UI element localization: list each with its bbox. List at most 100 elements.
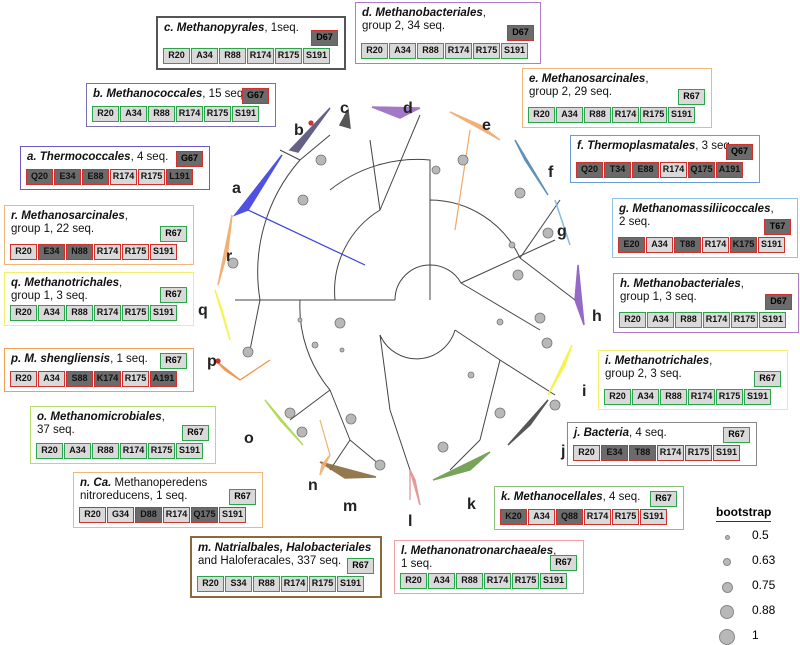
tree-branch [460,239,556,284]
tree-branch [334,209,395,301]
bootstrap-node [297,317,303,323]
bootstrap-node [514,187,526,199]
residue-cell: R20 [197,576,224,592]
residue-cell: S191 [337,576,364,592]
clade-g-wedge [554,199,571,246]
legend-dot [721,581,733,593]
residue-67: D67 [311,30,338,46]
panel-title: j. Bacteria, 4 seq. [574,427,667,440]
clade-j-wedge [507,399,549,446]
residue-cell: S191 [713,445,740,461]
bootstrap-node [496,318,504,326]
tree-branch [299,134,331,161]
tree-branch [329,158,431,200]
residue-cell: K174 [94,371,121,387]
bootstrap-node [296,426,308,438]
clade-l-wedge [409,469,421,506]
panel-title-rest: , 15 seq. [202,88,247,100]
clade-d-wedge [371,106,421,119]
residue-cell: R20 [79,507,106,523]
clade-label-n: n [308,477,318,494]
panel-e: e. Methanosarcinales,group 2, 29 seq.R67… [522,68,712,128]
clade-label-f: f [548,164,554,181]
residue-cell: R20 [163,48,190,64]
bootstrap-node [227,257,239,269]
residue-cell: S191 [540,573,567,589]
residue-67: R67 [550,555,577,571]
residue-cell: A191 [716,162,743,178]
panel-title-line2: 1 seq. [401,558,433,570]
clade-c-wedge [338,107,351,130]
residue-67: R67 [160,353,187,369]
residue-cell: S34 [225,576,252,592]
residue-67: R67 [160,287,187,303]
residue-cell: S191 [176,443,203,459]
residue-cell: R20 [619,312,646,328]
residue-cell: R20 [10,305,37,321]
residue-cell: S191 [150,305,177,321]
clade-e-branch [454,129,471,231]
legend-dot [723,558,731,566]
bootstrap-node [431,165,441,175]
residue-cell: E88 [632,162,659,178]
panel-title: g. Methanomassiliicoccales,2 seq. [619,203,774,229]
residue-cell: R175 [204,106,231,122]
clade-i-wedge [547,344,573,396]
tree-branch [519,199,561,259]
panel-title-taxon: o. Methanomicrobiales [37,411,162,423]
clade-p-marker [215,358,221,364]
residue-cell: R20 [528,107,555,123]
residue-cell: R20 [573,445,600,461]
residue-cell: R175 [148,443,175,459]
panel-title-taxon: n. Ca. [80,477,112,489]
legend-title: bootstrap [716,505,772,522]
residue-cell: S191 [303,48,330,64]
residue-67: T67 [764,219,791,235]
panel-title-taxon: i. Methanotrichales [605,355,710,367]
clade-k-wedge [432,451,491,481]
bootstrap-node [512,269,524,281]
residue-cell: R88 [253,576,280,592]
residue-cell: A34 [428,573,455,589]
tree-branch [249,299,261,351]
residue-cell: R20 [36,443,63,459]
clade-f-wedge [514,139,549,196]
residue-cell: R175 [640,107,667,123]
clade-label-j: j [561,443,566,460]
panel-title-taxon: m. Natrialbales, Halobacteriales [198,542,372,554]
clade-p-branch [239,359,271,381]
clade-label-e: e [482,117,491,134]
clade-label-o: o [244,430,254,447]
clade-label-l: l [408,513,413,530]
panel-h: h. Methanobacteriales,group 1, 3 seq.D67… [613,273,799,333]
legend-value: 0.5 [752,528,769,542]
residue-cell: A34 [38,371,65,387]
clade-m-wedge [319,461,377,479]
legend-value: 0.88 [752,603,776,617]
residue-cell: A34 [556,107,583,123]
panel-title-taxon: g. Methanomassiliicoccales [619,203,771,215]
tree-branch [389,409,411,471]
tree-branch [454,329,501,361]
bootstrap-node [374,459,386,471]
panel-title-taxon: p. M. shengliensis [11,353,111,365]
panel-title-rest: , 4 seq. [602,491,641,503]
panel-title: l. Methanonatronarchaeales,1 seq. [401,545,556,571]
residue-cell: R175 [731,312,758,328]
panel-title-rest: , 3 seq. [695,140,733,152]
panel-title-taxon: j. Bacteria [574,427,629,439]
clade-r-wedge [217,214,233,286]
residue-cell: R174 [688,389,715,405]
